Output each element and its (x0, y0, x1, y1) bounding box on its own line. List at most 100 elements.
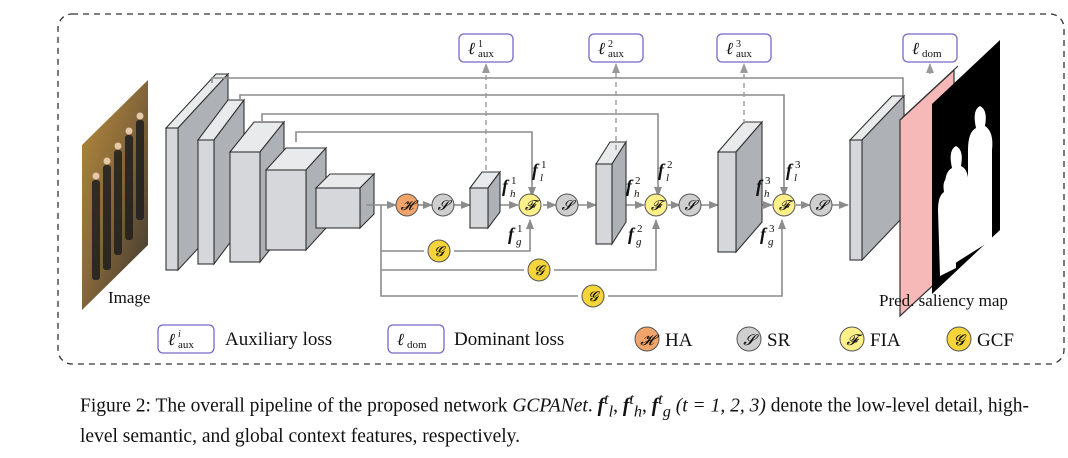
feature-l-2-sub: l (666, 172, 669, 184)
legend-ha-text: HA (665, 330, 693, 351)
gcf-module-1: 𝓖 (427, 239, 451, 263)
feature-l-3-f: f (786, 160, 794, 180)
gcf-module-2: 𝓖 (527, 258, 551, 282)
feature-g-3-sub: g (768, 236, 774, 248)
caption-sub-h: h (633, 402, 642, 421)
feature-h-1-sub: h (510, 188, 516, 200)
caption-f-g: f (651, 395, 659, 417)
legend-aux-sup: i (178, 329, 181, 340)
feature-g-3-sup: 3 (769, 223, 775, 235)
feature-h-3-f: f (756, 176, 764, 196)
input-image (82, 80, 148, 310)
decoder-block-3 (716, 120, 764, 254)
legend-dom-text: Dominant loss (454, 329, 564, 350)
fia-module-2: 𝓕 (644, 193, 668, 217)
legend-gcf-text: GCF (977, 330, 1014, 351)
figure-caption: Figure 2: The overall pipeline of the pr… (80, 386, 1065, 450)
feature-g-2-f: f (628, 224, 636, 244)
legend-fia-text: FIA (870, 330, 901, 351)
feature-h-2-f: f (626, 176, 634, 196)
caption-comma-1: , (613, 395, 623, 417)
feature-g-2-sub: g (636, 236, 642, 248)
feature-g-1-sub: g (516, 236, 522, 248)
feature-l-1-f: f (532, 160, 540, 180)
caption-network-name: GCPANet (512, 395, 588, 417)
feature-l-2-f: f (658, 160, 666, 180)
caption-punct: . (587, 395, 598, 417)
aux-loss-box-2-sup: 2 (608, 39, 613, 50)
decoder-blocks (468, 94, 906, 262)
feature-h-2-sup: 2 (635, 175, 641, 187)
skip-line-4 (295, 131, 536, 197)
aux-loss-box-1-sup: 1 (478, 39, 483, 50)
aux-loss-box-2-sub: aux (608, 48, 624, 60)
gcf-module-3: 𝓖 (581, 284, 605, 308)
caption-sub-l: l (608, 402, 614, 421)
aux-loss-box-1-symbol: ℓ (468, 39, 475, 58)
caption-f-h: f (622, 395, 630, 417)
gcf-path-2b (554, 219, 660, 271)
fia-module-1: 𝓕 (518, 193, 542, 217)
gcf-path-3b (608, 219, 786, 297)
legend-sr-text: SR (767, 330, 791, 351)
caption-sup-t3: t (658, 390, 663, 408)
legend-aux-sub: aux (178, 339, 194, 351)
caption-comma-2: , (641, 395, 652, 417)
feature-g-1-f: f (508, 224, 516, 244)
fia-module-3: 𝓕 (772, 193, 796, 217)
skip-connections (211, 77, 907, 197)
feature-g-3-f: f (760, 224, 768, 244)
feature-g-2-sup: 2 (637, 223, 643, 235)
feature-l-1-sup: 1 (541, 159, 547, 171)
dom-loss-box-sub: dom (922, 48, 942, 60)
caption-sup-t1: t (604, 390, 609, 408)
output-label: Pred. saliency map (879, 291, 1008, 310)
caption-sup-t2: t (629, 390, 634, 408)
decoder-block-4 (848, 94, 906, 262)
feature-l-3-sub: l (794, 172, 797, 184)
ha-module: 𝓗 (395, 193, 419, 217)
legend-aux-symbol: ℓ (168, 330, 175, 349)
sr-module-3: 𝓢 (678, 193, 702, 217)
decoder-block-1 (468, 170, 502, 230)
sr-module-2: 𝓢 (555, 193, 579, 217)
caption-range: (t = 1, 2, 3) (670, 395, 766, 417)
sr-module-1: 𝓢 (431, 193, 455, 217)
caption-lead: Figure 2: The overall pipeline of the pr… (80, 395, 513, 417)
aux-loss-box-3-sup: 3 (736, 39, 741, 50)
feature-h-2-sub: h (634, 188, 640, 200)
skip-line-3 (261, 113, 662, 197)
encoder-block-5 (314, 172, 376, 230)
dom-loss-box-symbol: ℓ (912, 39, 919, 58)
feature-l-3-sup: 3 (795, 159, 801, 171)
input-label: Image (108, 288, 150, 307)
feature-h-3-sub: h (764, 188, 770, 200)
feature-h-1-f: f (502, 176, 510, 196)
feature-g-1-sup: 1 (517, 223, 523, 235)
aux-loss-box-1-sub: aux (478, 48, 494, 60)
aux-loss-box-3-sub: aux (736, 48, 752, 60)
outer-frame (57, 13, 1065, 365)
gcf-module-1-symbol: 𝓖 (434, 245, 446, 260)
sr-module-4: 𝓢 (809, 193, 833, 217)
saliency-map (932, 40, 1000, 294)
aux-loss-box-2-symbol: ℓ (598, 39, 605, 58)
